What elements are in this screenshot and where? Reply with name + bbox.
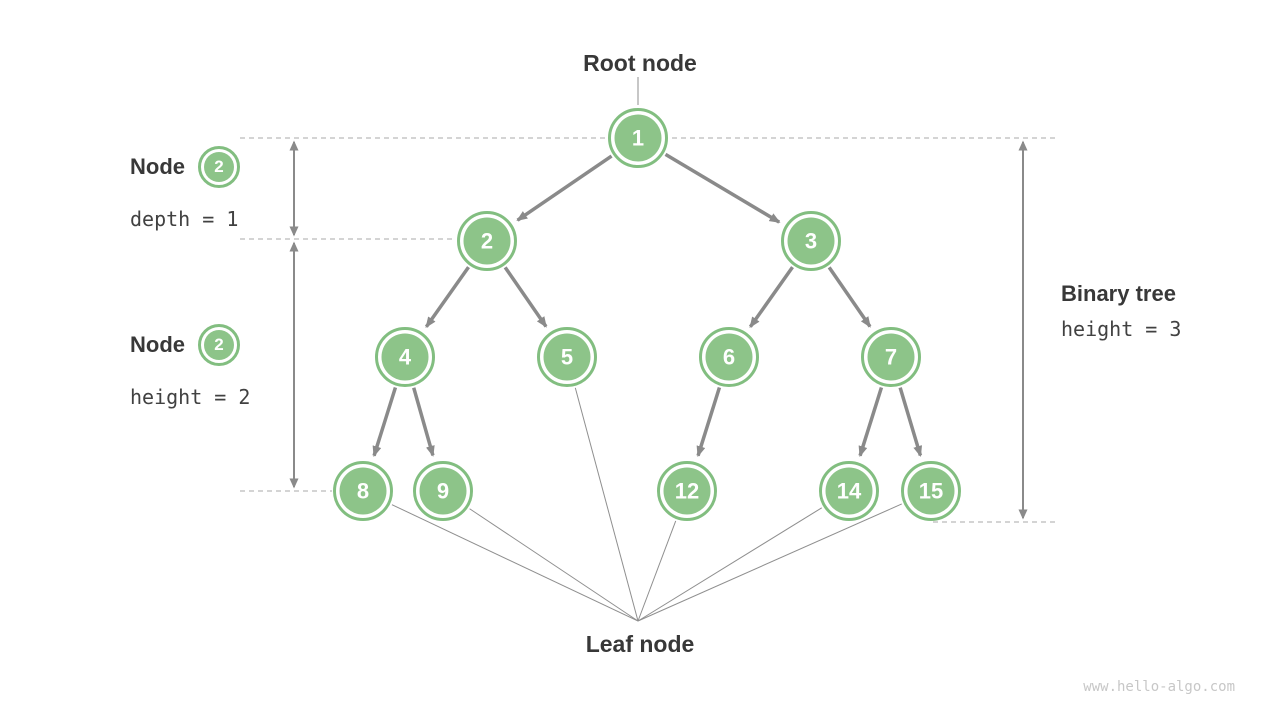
tree-node-8: 8 (333, 461, 393, 521)
tree-node-12: 12 (657, 461, 717, 521)
annotation-node-height: Node 2 (130, 324, 240, 366)
node-badge: 2 (198, 324, 240, 366)
tree-edge-4-8 (372, 387, 398, 458)
annotation-tree-height-label: Binary tree (1061, 281, 1176, 306)
root-node-label: Root node (583, 50, 697, 76)
tree-node-value: 2 (481, 229, 493, 254)
annotation-node-height-label: Node (130, 332, 185, 357)
tree-edge-3-7 (827, 266, 872, 328)
tree-node-value: 5 (561, 345, 573, 370)
tree-edge-7-15 (898, 387, 923, 457)
tree-node-value: 8 (357, 479, 369, 504)
tree-node-5: 5 (537, 327, 597, 387)
leaf-pointer-line (391, 504, 639, 622)
tree-node-value: 12 (675, 479, 699, 504)
tree-node-2: 2 (457, 211, 517, 271)
tree-edge-6-12 (696, 387, 722, 458)
tree-node-9: 9 (413, 461, 473, 521)
leaf-pointer-line (637, 520, 677, 622)
leaf-node-label: Leaf node (585, 631, 695, 657)
leaf-pointer-line (637, 503, 902, 622)
leaf-pointer-line (637, 507, 823, 622)
tree-edge-1-2 (516, 154, 613, 222)
tree-node-6: 6 (699, 327, 759, 387)
tree-node-value: 3 (805, 229, 817, 254)
annotation-node-depth-label: Node (130, 154, 185, 179)
tree-node-value: 14 (837, 479, 862, 504)
node-badge-value: 2 (204, 330, 234, 360)
tree-edge-4-9 (412, 387, 435, 457)
leaf-pointer-line (469, 508, 639, 622)
tree-node-15: 15 (901, 461, 961, 521)
tree-node-value: 1 (632, 126, 644, 151)
tree-node-value: 4 (399, 345, 412, 370)
annotation-tree-height-caption: height = 3 (1061, 317, 1182, 341)
tree-node-value: 15 (919, 479, 943, 504)
tree-edge-2-4 (424, 266, 470, 329)
tree-node-3: 3 (781, 211, 841, 271)
tree-edge-1-3 (664, 152, 781, 224)
watermark: www.hello-algo.com (1083, 679, 1235, 695)
tree-edge-3-6 (748, 266, 794, 329)
tree-node-value: 9 (437, 479, 449, 504)
tree-node-4: 4 (375, 327, 435, 387)
annotation-depth-caption: depth = 1 (130, 207, 239, 231)
annotation-node-depth: Node 2 (130, 146, 240, 188)
node-badge-value: 2 (204, 152, 234, 182)
tree-node-1: 1 (608, 108, 668, 168)
tree-node-7: 7 (861, 327, 921, 387)
tree-edge-7-14 (858, 387, 884, 458)
tree-node-14: 14 (819, 461, 879, 521)
leaf-pointer-line (574, 387, 639, 622)
annotation-node-height-caption: height = 2 (130, 385, 251, 409)
tree-node-value: 7 (885, 345, 897, 370)
tree-node-value: 6 (723, 345, 735, 370)
annotation-tree-height: Binary tree (1061, 281, 1176, 307)
tree-edge-2-5 (503, 266, 548, 328)
node-badge: 2 (198, 146, 240, 188)
